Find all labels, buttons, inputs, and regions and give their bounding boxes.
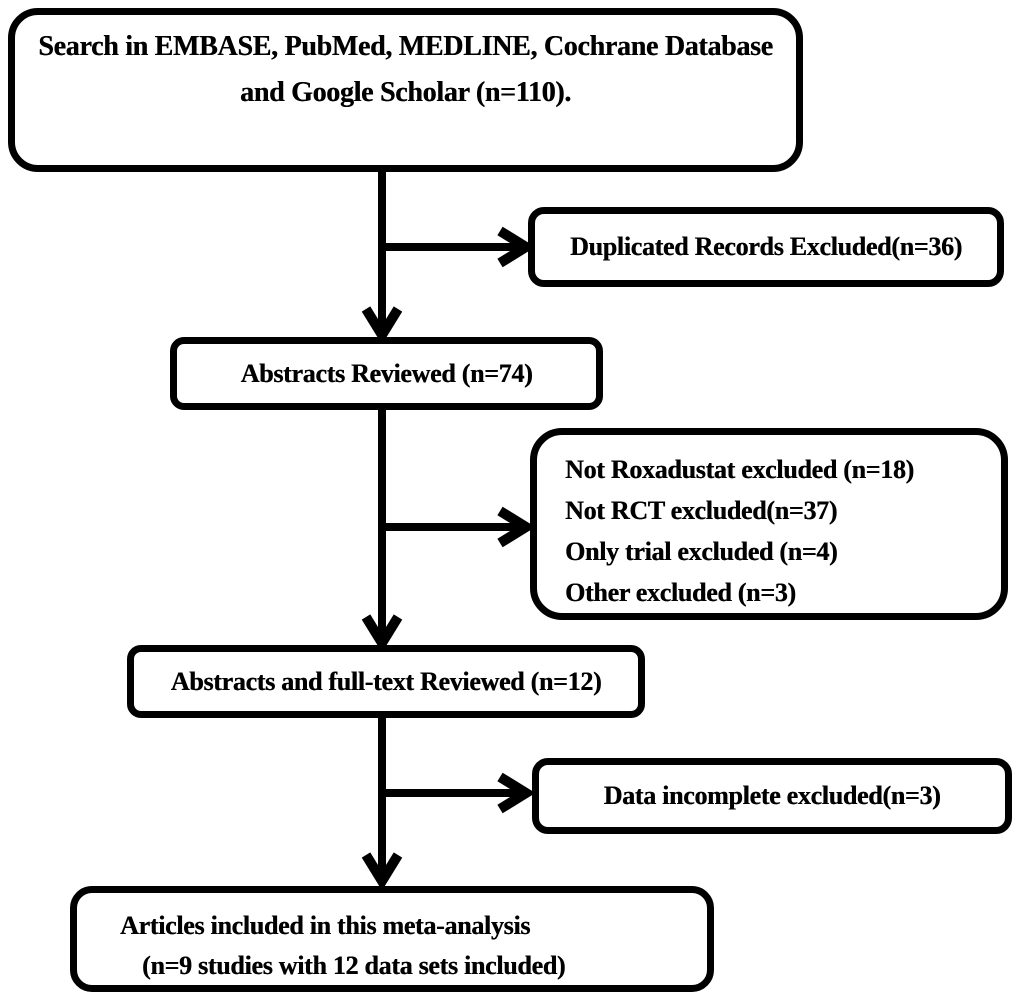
search-sources-line-1: Search in EMBASE, PubMed, MEDLINE, Cochr… [38,31,773,62]
search-sources-line-2: and Google Scholar (n=110). [240,77,571,108]
fulltext-reviewed-label: Abstracts and full-text Reviewed (n=12) [170,666,602,696]
exclusion-line-other: Other excluded (n=3) [565,578,796,607]
arrowhead-down-included [361,852,403,891]
abstract-exclusions-box: Not Roxadustat excluded (n=18) Not RCT e… [530,428,1008,620]
fulltext-reviewed-box: Abstracts and full-text Reviewed (n=12) [127,645,645,718]
exclusion-line-not-rct: Not RCT excluded(n=37) [565,496,838,525]
exclusion-line-not-roxadustat: Not Roxadustat excluded (n=18) [565,455,914,484]
duplicates-excluded-box: Duplicated Records Excluded(n=36) [528,207,1004,287]
abstracts-reviewed-box: Abstracts Reviewed (n=74) [170,337,603,410]
arrowhead-right-data-incomplete [497,772,536,814]
articles-included-box: Articles included in this meta-analysis … [70,886,714,992]
arrowhead-right-duplicates [497,226,536,268]
arrowhead-down-abstracts [361,306,403,345]
articles-included-line-1: Articles included in this meta-analysis [120,911,531,940]
data-incomplete-excluded-label: Data incomplete excluded(n=3) [603,781,941,810]
duplicates-excluded-label: Duplicated Records Excluded(n=36) [569,232,963,261]
exclusion-line-only-trial: Only trial excluded (n=4) [565,537,838,566]
arrowhead-right-exclusions [497,506,536,548]
arrowhead-down-fulltext [361,614,403,653]
articles-included-line-2: (n=9 studies with 12 data sets included) [142,951,566,980]
abstracts-reviewed-label: Abstracts Reviewed (n=74) [240,358,533,388]
search-sources-box: Search in EMBASE, PubMed, MEDLINE, Cochr… [8,8,803,172]
data-incomplete-excluded-box: Data incomplete excluded(n=3) [532,758,1012,834]
